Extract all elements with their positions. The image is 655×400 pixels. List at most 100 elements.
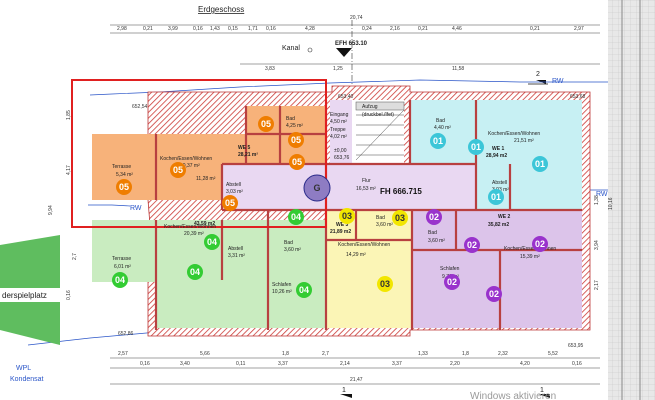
unit-marker-label: 02 — [447, 277, 457, 287]
unit-marker-01 — [488, 189, 504, 205]
unit-marker-label: 03 — [342, 211, 352, 221]
unit-marker-01 — [468, 139, 484, 155]
side-dim-right-1: 1,38 — [594, 195, 600, 205]
unit-marker-label: 05 — [173, 165, 183, 175]
unit-marker-label: G — [313, 183, 320, 193]
dim-top-8: 0,16 — [266, 26, 276, 32]
unit-marker-03 — [339, 208, 355, 224]
terr5-area: 5,34 m² — [116, 172, 133, 178]
bad3-area: 3,60 m² — [376, 222, 393, 228]
kew4-name: Kochen/Essen/Wohnen — [164, 224, 216, 230]
unit-marker-04 — [187, 264, 203, 280]
side-dim-left-1: 1,85 — [66, 110, 72, 120]
flur-name: Flur — [362, 178, 371, 184]
dim-right-wing: 11,58 — [452, 66, 464, 72]
dim-left-wing: 3,83 — [265, 66, 275, 72]
dim-bottom-3: 1,8 — [282, 351, 289, 357]
terr4-area: 6,01 m² — [114, 264, 131, 270]
dim-top-5: 1,43 — [210, 26, 220, 32]
section-mark-top: 2 — [536, 71, 540, 78]
dim-overall-top: 20,74 — [350, 15, 363, 21]
dim-top-6: 0,15 — [228, 26, 238, 32]
dim-top-14: 0,21 — [530, 26, 540, 32]
dim-top-1: 2,98 — [117, 26, 127, 32]
we2-area: 35,82 m2 — [488, 222, 509, 228]
unit-we1 — [410, 100, 582, 210]
dim-top-15: 2,97 — [574, 26, 584, 32]
bad3-name: Bad — [376, 215, 385, 221]
we5-area: 28,21 m² — [238, 152, 258, 158]
dim-bottom-7: 2,32 — [498, 351, 508, 357]
unit-marker-label: 01 — [491, 192, 501, 202]
unit-marker-label: 02 — [467, 240, 477, 250]
unit-marker-label: 04 — [207, 237, 217, 247]
unit-marker-label: 01 — [535, 159, 545, 169]
treppe-area: 4,02 m² — [330, 134, 347, 140]
dim-bottom-6: 1,8 — [462, 351, 469, 357]
efh-label: EFH 653.10 — [335, 41, 368, 47]
unit-marker-03 — [377, 276, 393, 292]
unit-marker-label: 05 — [292, 157, 302, 167]
unit-marker-label: 04 — [115, 275, 125, 285]
bad4-area: 3,60 m² — [284, 247, 301, 253]
circulation-area — [222, 164, 476, 210]
bad5-area: 4,25 m² — [286, 123, 303, 129]
abst5-area: 3,03 m² — [226, 189, 243, 195]
rw-label-4: RW — [596, 191, 608, 198]
level-3: 653,68 — [570, 94, 586, 100]
page-title: Erdgeschoss — [198, 5, 244, 14]
dim-bottom-e6: 3,37 — [392, 361, 402, 367]
unit-marker-label: 05 — [261, 119, 271, 129]
we1-label: WE 1 — [492, 146, 504, 152]
neighbor-label: derspielplatz — [2, 291, 47, 300]
unit-marker-01 — [430, 133, 446, 149]
flur-area: 16,53 m² — [356, 186, 376, 192]
side-dim-right-3: 3,94 — [594, 240, 600, 250]
level-1: 652,54 — [132, 104, 148, 110]
bottom-dimension-chain — [110, 357, 600, 385]
abst4-area: 3,31 m² — [228, 253, 245, 259]
terr5-name: Terrasse — [112, 164, 131, 170]
level-zero: ±0,00 — [334, 148, 347, 154]
abst1-name: Abstell — [492, 180, 507, 186]
dim-bottom-overall: 21,47 — [350, 377, 363, 383]
street-label: Kanal — [282, 45, 300, 52]
kew2-area: 15,39 m² — [520, 254, 540, 260]
dim-bottom-1: 2,57 — [118, 351, 128, 357]
bad2-name: Bad — [428, 230, 437, 236]
stairs-area — [330, 100, 352, 164]
dim-top-2: 0,21 — [143, 26, 153, 32]
section-arrow-bottom-left-icon — [340, 394, 352, 398]
dim-top-3: 3,99 — [168, 26, 178, 32]
dim-bottom-e5: 2,14 — [340, 361, 350, 367]
side-dim-left-4: 2,7 — [72, 253, 78, 260]
bad1-area: 4,40 m² — [434, 125, 451, 131]
unit-marker-label: 05 — [119, 182, 129, 192]
unit-we3 — [326, 210, 412, 328]
we3-label: WE 3 — [336, 222, 348, 228]
dim-bottom-e7: 2,20 — [450, 361, 460, 367]
kew1-area: 21,51 m² — [514, 138, 534, 144]
kew3-name: Kochen/Essen/Wohnen — [338, 242, 390, 248]
dim-bottom-e3: 0,11 — [236, 361, 246, 367]
side-dim-left-3: 9,94 — [48, 205, 54, 215]
unit-marker-05 — [116, 179, 132, 195]
schl4-area: 10,26 m² — [272, 289, 292, 295]
we5-label: WE 5 — [238, 145, 250, 151]
unit-marker-04 — [296, 282, 312, 298]
unit-marker-04 — [112, 272, 128, 288]
dim-top-11: 2,16 — [390, 26, 400, 32]
kew5-name: Kochen/Essen/Wohnen — [160, 156, 212, 162]
unit-marker-label: 03 — [380, 279, 390, 289]
dim-bottom-5: 1,33 — [418, 351, 428, 357]
unit-marker-label: 05 — [291, 135, 301, 145]
w1-area: 11,28 m² — [196, 176, 216, 182]
dim-bottom-e4: 3,37 — [278, 361, 288, 367]
unit-marker-03 — [392, 210, 408, 226]
abst4-name: Abstell — [228, 246, 243, 252]
level-stairs: 653,76 — [334, 155, 350, 161]
staircase — [355, 109, 405, 161]
eingang-area: 4,50 m² — [330, 119, 347, 125]
unit-marker-label: 04 — [299, 285, 309, 295]
